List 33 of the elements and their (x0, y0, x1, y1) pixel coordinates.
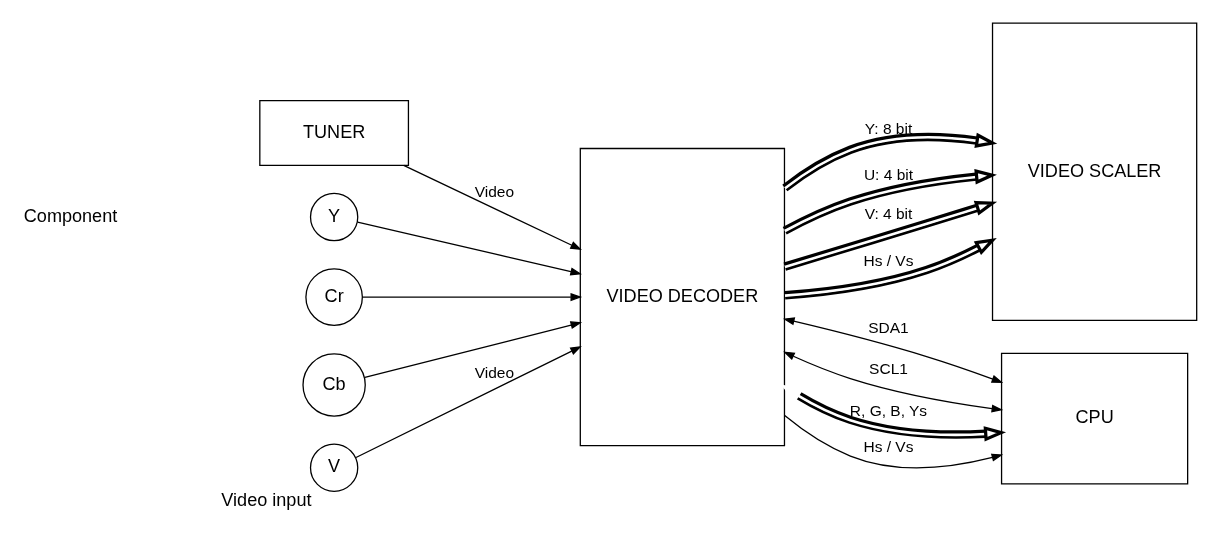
edge-label: Hs / Vs (863, 437, 914, 455)
node-box: CPU (1000, 352, 1189, 485)
edge-label: Y: 8 bit (864, 119, 913, 137)
edge-label: Video (474, 183, 515, 201)
edge-label: Hs / Vs (863, 251, 914, 269)
arrow (403, 164, 582, 251)
arrow (364, 321, 583, 379)
edge-label: U: 4 bit (863, 166, 914, 184)
arrow (784, 237, 997, 300)
arrow (355, 346, 582, 459)
node-box: TUNER (259, 100, 410, 166)
edge-label: Video (474, 364, 515, 382)
arrow (782, 132, 998, 192)
arrow (780, 384, 1007, 442)
node-circle: Y (309, 192, 359, 242)
arrow (784, 414, 1004, 469)
node-circle: Cb (302, 353, 366, 417)
arrow (356, 221, 582, 276)
edge-label: SDA1 (868, 318, 909, 336)
arrow (783, 351, 1004, 413)
node-box: VIDEO DECODER (579, 147, 786, 447)
node-label: Video input (221, 489, 312, 510)
edge-label: SCL1 (869, 360, 908, 378)
arrow (361, 293, 583, 302)
label: Component (23, 205, 118, 226)
edge-label: R, G, B, Ys (849, 401, 928, 419)
arrow (783, 200, 998, 271)
arrow (782, 317, 1004, 383)
arrow (782, 169, 997, 235)
edge-label: V: 4 bit (864, 205, 913, 223)
node-circle: Cr (305, 268, 363, 326)
node-box: VIDEO SCALER (991, 22, 1198, 322)
node-circle: V (309, 443, 359, 492)
